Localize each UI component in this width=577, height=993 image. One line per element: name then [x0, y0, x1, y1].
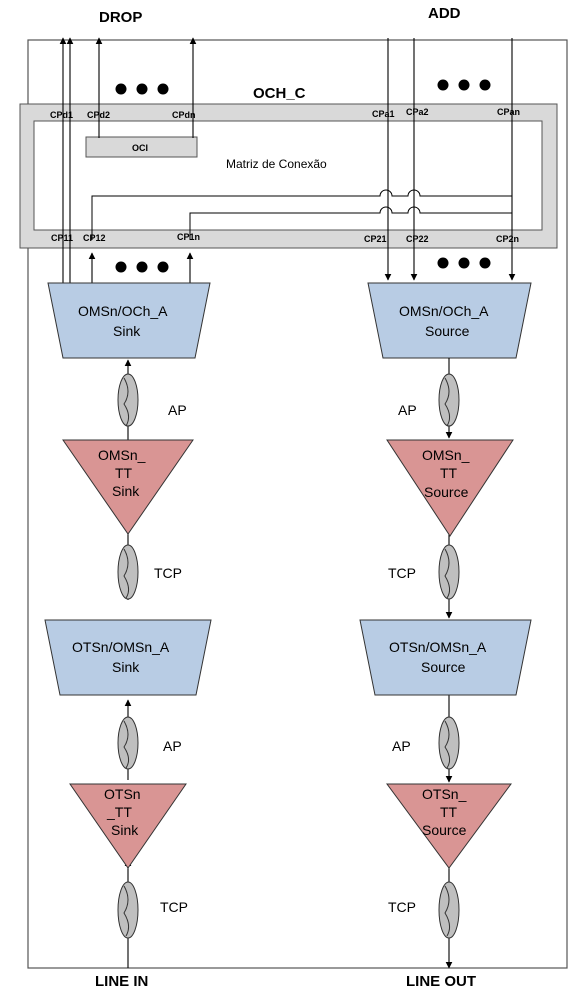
top-left-ellipsis [116, 84, 169, 95]
block-label: _TT [106, 804, 132, 820]
omsn-och-a-sink-block [48, 283, 210, 358]
cp-label: CP22 [406, 234, 429, 244]
block-label: Source [424, 484, 469, 500]
block-label: OMSn_ [98, 447, 146, 463]
cp-label: CP21 [364, 234, 387, 244]
ap-ellipse-icon [439, 374, 459, 426]
cp-label: CPdn [172, 110, 196, 120]
drop-label: DROP [99, 9, 142, 26]
bottom-left-ellipsis [116, 262, 169, 273]
ap-label: AP [163, 738, 182, 754]
cp-label: CPa2 [406, 107, 429, 117]
block-label: OMSn_ [422, 447, 470, 463]
block-label: OMSn/OCh_A [399, 303, 489, 319]
ap-label: AP [398, 402, 417, 418]
cp-label: CPan [497, 107, 520, 117]
cp-label: CP12 [83, 233, 106, 243]
ap-label: AP [392, 738, 411, 754]
block-label: OTSn_ [422, 786, 467, 802]
ap-ellipse-icon [118, 374, 138, 426]
block-label: OMSn/OCh_A [78, 303, 168, 319]
tcp-ellipse-icon [118, 545, 138, 599]
block-label: OTSn/OMSn_A [389, 639, 487, 655]
line-out-label: LINE OUT [406, 973, 476, 990]
bottom-right-ellipsis [438, 258, 491, 269]
oci-label: OCI [132, 143, 148, 153]
och-c-title: OCH_C [253, 85, 306, 102]
block-label: TT [440, 465, 458, 481]
block-label: Sink [111, 822, 139, 838]
tcp-label: TCP [388, 565, 416, 581]
tcp-label: TCP [160, 899, 188, 915]
cp-label: CP1n [177, 232, 200, 242]
block-label: TT [115, 465, 133, 481]
otsn-omsn-a-sink-block [45, 620, 211, 695]
block-label: Sink [112, 483, 140, 499]
block-label: Sink [113, 323, 141, 339]
top-right-ellipsis [438, 80, 491, 91]
line-in-label: LINE IN [95, 973, 148, 990]
block-label: Sink [112, 659, 140, 675]
otsn-omsn-a-source-block [360, 620, 531, 695]
cp-label: CPa1 [372, 109, 395, 119]
block-label: Source [422, 822, 467, 838]
tcp-ellipse-icon [439, 545, 459, 599]
matrix-label: Matriz de Conexão [226, 157, 327, 171]
ap-label: AP [168, 402, 187, 418]
block-label: OTSn/OMSn_A [72, 639, 170, 655]
block-label: Source [421, 659, 466, 675]
block-label: Source [425, 323, 470, 339]
tcp-label: TCP [154, 565, 182, 581]
tcp-label: TCP [388, 899, 416, 915]
omsn-och-a-source-block [368, 283, 531, 358]
block-label: TT [440, 804, 458, 820]
cp-label: CP2n [496, 234, 519, 244]
add-label: ADD [428, 5, 461, 22]
block-label: OTSn [104, 786, 141, 802]
